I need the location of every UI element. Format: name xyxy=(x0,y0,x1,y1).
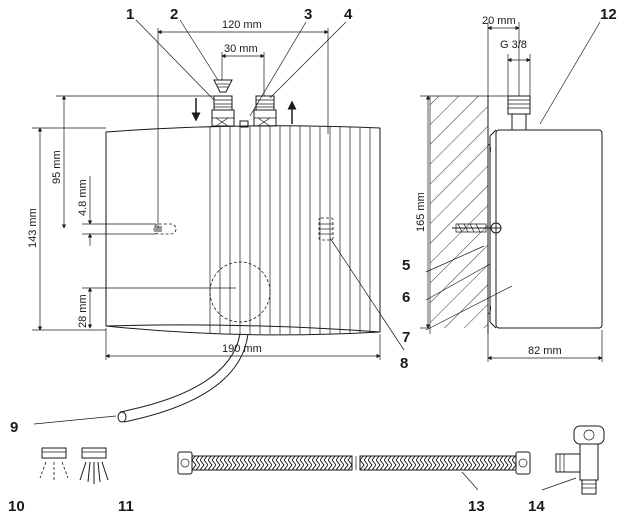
front-view xyxy=(105,79,381,423)
dim-side-height: 165 mm xyxy=(415,192,427,232)
cable-entry-circle xyxy=(209,261,271,323)
shower-head-jet xyxy=(39,447,69,480)
callout-4: 4 xyxy=(344,6,353,23)
callout-7: 7 xyxy=(402,329,410,346)
front-leaders xyxy=(33,19,405,425)
dim-depth: 82 mm xyxy=(528,345,562,357)
callout-10: 10 xyxy=(8,498,25,515)
callout-3: 3 xyxy=(304,6,312,23)
body-ribs xyxy=(209,126,371,334)
callout-6: 6 xyxy=(402,289,410,306)
callout-14: 14 xyxy=(528,498,545,515)
callout-5: 5 xyxy=(402,257,410,274)
dim-thread: G 3/8 xyxy=(500,39,527,51)
wall-hatch xyxy=(430,96,488,328)
callout-1: 1 xyxy=(126,6,134,23)
dim-height-pipe: 95 mm xyxy=(51,150,63,184)
dim-height-bottom: 28 mm xyxy=(77,294,89,328)
wall-screw xyxy=(452,222,502,234)
dim-wall-offset: 20 mm xyxy=(482,15,516,27)
side-body xyxy=(495,129,603,329)
callout-13: 13 xyxy=(468,498,485,515)
center-plug xyxy=(239,120,249,128)
inlet-connector xyxy=(211,95,235,127)
front-dimensions: 120 mm 30 mm 95 mm 143 mm 4.8 mm 28 mm 1… xyxy=(27,19,381,360)
side-view xyxy=(429,95,603,334)
leader-14 xyxy=(541,477,577,491)
power-cable xyxy=(119,333,241,413)
side-dimensions: 20 mm G 3/8 165 mm 82 mm xyxy=(415,15,603,362)
heater-body xyxy=(105,125,381,336)
braided-hose xyxy=(177,451,531,475)
shower-head-spray xyxy=(79,447,109,484)
strainer-icon xyxy=(213,79,233,93)
dim-width-body: 190 mm xyxy=(222,343,262,355)
callout-11: 11 xyxy=(118,498,134,515)
outlet-connector xyxy=(253,95,277,127)
base-edge xyxy=(105,324,381,333)
callout-12: 12 xyxy=(600,6,617,23)
dim-width-top: 120 mm xyxy=(222,19,262,31)
side-leaders xyxy=(425,21,601,331)
callout-2: 2 xyxy=(170,6,178,23)
leader-13 xyxy=(461,471,479,491)
dim-inlet-spacing: 30 mm xyxy=(224,43,258,55)
power-cable-edge xyxy=(123,333,249,423)
dim-height-small: 4.8 mm xyxy=(77,179,89,216)
callout-9: 9 xyxy=(10,419,18,436)
t-valve xyxy=(555,425,605,495)
side-connector xyxy=(507,95,531,115)
dim-height-total: 143 mm xyxy=(27,208,39,248)
callout-numbers: 1 2 3 4 5 6 7 8 9 10 11 12 13 14 xyxy=(8,6,617,515)
callout-8: 8 xyxy=(400,355,408,372)
